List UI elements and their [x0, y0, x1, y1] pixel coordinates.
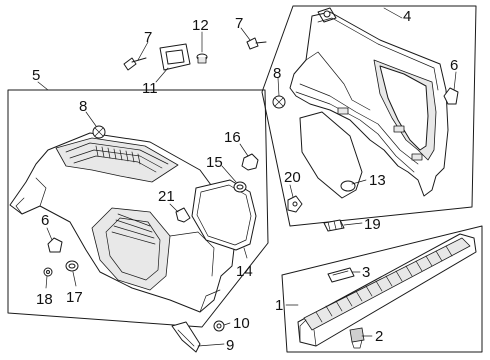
scuff-plate	[297, 233, 477, 347]
nut-18	[43, 267, 53, 277]
callout-21: 21	[158, 188, 175, 205]
callout-8a: 8	[79, 98, 87, 115]
group-1-panel	[281, 225, 483, 353]
grommet-17	[65, 260, 79, 272]
callout-10: 10	[233, 315, 250, 332]
callout-8b: 8	[273, 65, 281, 82]
callout-1: 1	[275, 297, 283, 314]
retainer-clip-2	[349, 327, 365, 349]
leader-lines	[37, 7, 457, 347]
callout-4: 4	[403, 8, 411, 25]
tailgate-trim-panel	[289, 7, 449, 197]
callout-7b: 7	[235, 15, 243, 32]
callout-13: 13	[369, 172, 386, 189]
screw-7-right	[246, 37, 267, 50]
clip-8-right	[272, 95, 286, 109]
clip-21	[175, 207, 191, 223]
callout-2: 2	[375, 328, 383, 345]
callout-18: 18	[36, 291, 53, 308]
fastener-19	[323, 219, 345, 232]
grommet-15	[233, 181, 247, 193]
quarter-trim-panel	[9, 132, 236, 313]
clip-6-right	[443, 87, 459, 105]
group-5-panel	[7, 89, 269, 328]
callout-19: 19	[364, 216, 381, 233]
clip-8-left	[92, 125, 106, 139]
nut-10	[213, 320, 225, 332]
callout-6a: 6	[450, 57, 458, 74]
access-cover	[299, 111, 363, 199]
callout-20: 20	[284, 169, 301, 186]
grommet-12	[196, 53, 208, 64]
bracket-3	[327, 267, 355, 283]
callout-16: 16	[224, 129, 241, 146]
callout-17: 17	[66, 289, 83, 306]
bracket-9	[171, 321, 201, 353]
callout-9: 9	[226, 337, 234, 354]
clip-20	[287, 195, 303, 213]
fastener-16	[241, 153, 259, 171]
callout-6b: 6	[41, 212, 49, 229]
clip-6-left	[47, 237, 63, 253]
frame-11	[159, 43, 191, 71]
screw-7-left	[123, 57, 147, 71]
callout-14: 14	[236, 263, 253, 280]
callout-3: 3	[362, 264, 370, 281]
callout-15: 15	[206, 154, 223, 171]
callout-11: 11	[142, 80, 158, 97]
group-4-panel	[261, 5, 477, 227]
callout-labels: 1 2 3 4 5 6 6 7 7 8 8 9 10 11 12 13 14 1…	[32, 8, 458, 354]
callout-7a: 7	[144, 29, 152, 46]
callout-5: 5	[32, 67, 40, 84]
callout-12: 12	[192, 17, 209, 34]
